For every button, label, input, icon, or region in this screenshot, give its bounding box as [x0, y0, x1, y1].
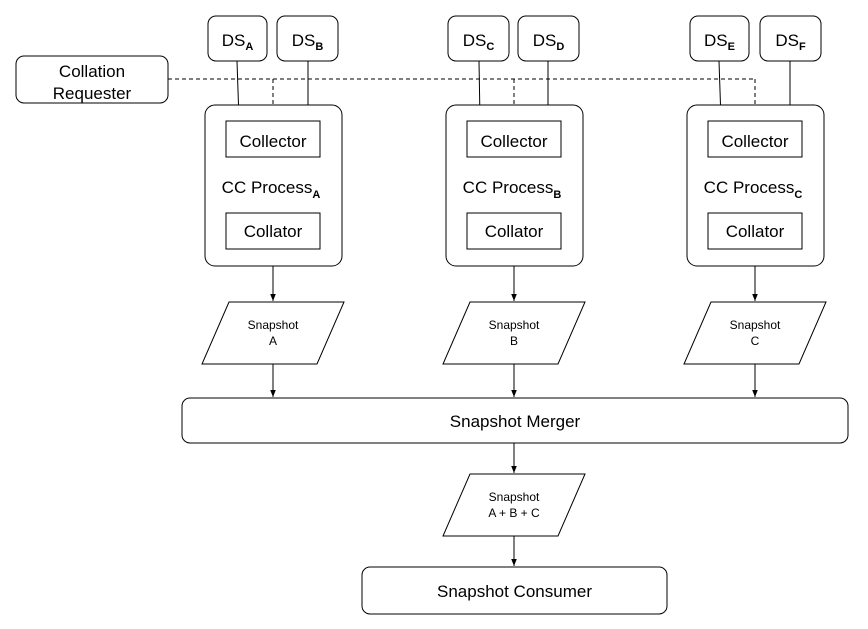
data-source-b-label: DS — [292, 31, 316, 50]
cc-process-a-sub: A — [312, 189, 320, 201]
snapshot-b-line1: Snapshot — [489, 318, 540, 332]
svg-text:DSD: DSD — [533, 31, 565, 53]
data-source-a: DSA — [207, 15, 268, 62]
cc-process-a: Collector CC ProcessA Collator — [204, 104, 343, 267]
collator-a — [225, 212, 321, 250]
snapshot-consumer-label: Snapshot Consumer — [437, 582, 592, 601]
data-source-d-sub: D — [556, 41, 564, 53]
cc-process-c: Collector CC ProcessC Collator — [686, 104, 825, 267]
data-source-c: DSC — [447, 15, 510, 62]
collector-b — [466, 120, 562, 158]
collector-b-label: Collector — [480, 132, 547, 151]
svg-text:DSB: DSB — [292, 31, 324, 53]
cc-process-a-title: CC Process — [222, 178, 313, 197]
collator-b-label: Collator — [485, 222, 544, 241]
collation-requester: Collation Requester — [15, 55, 169, 104]
snapshot-c-line2: C — [751, 334, 760, 348]
data-source-e-label: DS — [704, 31, 728, 50]
cc-process-b-title: CC Process — [463, 178, 554, 197]
svg-text:CC ProcessC: CC ProcessC — [704, 178, 803, 201]
data-source-f: DSF — [759, 15, 822, 62]
data-source-d: DSD — [517, 15, 580, 62]
snapshot-a-line2: A — [269, 334, 277, 348]
snapshot-merger-label: Snapshot Merger — [450, 412, 581, 431]
svg-text:DSE: DSE — [704, 31, 735, 53]
cc-process-b: Collector CC ProcessB Collator — [445, 104, 584, 267]
cc-process-b-sub: B — [553, 189, 561, 201]
data-source-a-sub: A — [245, 41, 253, 53]
data-source-b-sub: B — [315, 41, 323, 53]
data-source-f-label: DS — [775, 31, 799, 50]
edges — [168, 60, 793, 566]
svg-text:DSC: DSC — [463, 31, 495, 53]
collector-c-label: Collector — [721, 132, 788, 151]
snapshot-merged-line2: A + B + C — [488, 506, 540, 520]
snapshot-consumer: Snapshot Consumer — [361, 566, 668, 615]
svg-text:DSA: DSA — [222, 31, 254, 53]
data-source-b: DSB — [276, 15, 339, 62]
data-source-a-label: DS — [222, 31, 246, 50]
data-source-c-label: DS — [463, 31, 487, 50]
data-source-d-label: DS — [533, 31, 557, 50]
collator-a-label: Collator — [244, 222, 303, 241]
snapshot-b: Snapshot B — [442, 301, 586, 365]
data-source-f-sub: F — [799, 41, 806, 53]
cc-process-c-title: CC Process — [704, 178, 795, 197]
snapshot-a-line1: Snapshot — [248, 318, 299, 332]
svg-text:DSF: DSF — [775, 31, 806, 53]
collector-c — [707, 120, 803, 158]
collation-requester-line1: Collation — [59, 62, 125, 81]
data-source-e: DSE — [689, 15, 750, 62]
collector-a — [225, 120, 321, 158]
snapshot-c-line1: Snapshot — [730, 318, 781, 332]
svg-text:CC ProcessA: CC ProcessA — [222, 178, 321, 201]
snapshot-c: Snapshot C — [683, 301, 827, 365]
collator-b — [466, 212, 562, 250]
cc-process-c-sub: C — [794, 189, 802, 201]
snapshot-a: Snapshot A — [201, 301, 345, 365]
data-sources: DSA DSB DSC DSD DSE DSF — [207, 15, 822, 62]
data-source-e-sub: E — [728, 41, 735, 53]
snapshot-merged-line1: Snapshot — [489, 490, 540, 504]
snapshot-b-line2: B — [510, 334, 518, 348]
svg-text:CC ProcessB: CC ProcessB — [463, 178, 562, 201]
collator-c-label: Collator — [726, 222, 785, 241]
data-source-c-sub: C — [486, 41, 494, 53]
collector-a-label: Collector — [239, 132, 306, 151]
collation-requester-line2: Requester — [53, 84, 132, 103]
snapshot-merger: Snapshot Merger — [181, 397, 849, 444]
snapshot-merged: Snapshot A + B + C — [442, 473, 586, 537]
collator-c — [707, 212, 803, 250]
